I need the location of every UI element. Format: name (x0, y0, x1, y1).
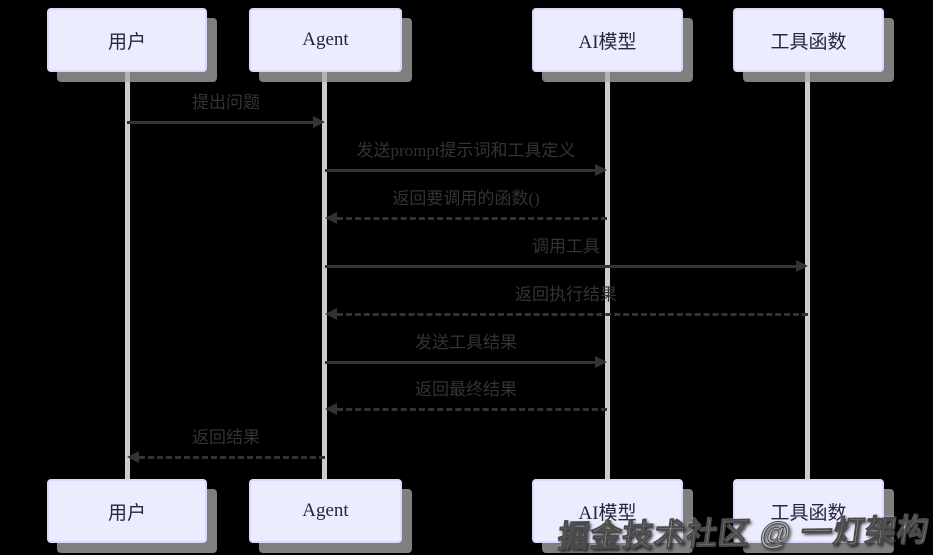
message-line-3 (337, 217, 607, 220)
actor-agent-bottom: Agent (249, 479, 402, 543)
arrowhead-icon (325, 212, 337, 224)
actor-agent-label: Agent (302, 29, 349, 50)
arrowhead-icon (595, 356, 607, 368)
message-label-2: 发送prompt提示词和工具定义 (356, 141, 576, 160)
lifeline-ai-model (605, 72, 610, 479)
arrowhead-icon (313, 116, 325, 128)
actor-tool-function-label: 工具函数 (770, 31, 847, 53)
message-line-4 (325, 265, 796, 268)
actor-agent-label: Agent (302, 500, 349, 521)
message-line-1 (127, 121, 313, 124)
actor-ai-model-label: AI模型 (578, 31, 637, 53)
actor-user-bottom: 用户 (47, 479, 207, 543)
actor-tool-function-top: 工具函数 (733, 8, 884, 72)
actor-user-top: 用户 (47, 8, 207, 72)
lifeline-agent (322, 72, 327, 479)
lifeline-tool-function (805, 72, 810, 479)
watermark: 掘金技术社区 @ 一灯架构 (555, 512, 932, 555)
actor-agent-top: Agent (249, 8, 402, 72)
message-label-6: 发送工具结果 (415, 333, 517, 352)
arrowhead-icon (595, 164, 607, 176)
message-label-7: 返回最终结果 (415, 380, 517, 399)
arrowhead-icon (325, 403, 337, 415)
actor-user-label: 用户 (107, 502, 146, 524)
actor-tool-function-bottom: 工具函数 (733, 479, 884, 543)
arrowhead-icon (325, 308, 337, 320)
actor-tool-function-label: 工具函数 (770, 502, 847, 524)
message-label-3: 返回要调用的函数() (392, 189, 540, 208)
lifeline-user (125, 72, 130, 479)
message-label-5: 返回执行结果 (515, 285, 617, 304)
message-line-6 (325, 361, 595, 364)
message-label-1: 提出问题 (192, 93, 260, 112)
message-line-5 (337, 313, 808, 316)
message-line-8 (139, 456, 325, 459)
arrowhead-icon (127, 451, 139, 463)
arrowhead-icon (796, 260, 808, 272)
actor-user-label: 用户 (107, 31, 146, 53)
message-line-2 (325, 169, 595, 172)
actor-ai-model-top: AI模型 (532, 8, 683, 72)
actor-ai-model-bottom: AI模型 (532, 479, 683, 543)
message-line-7 (337, 408, 607, 411)
actor-ai-model-label: AI模型 (578, 502, 637, 524)
message-label-4: 调用工具 (532, 237, 600, 256)
message-label-8: 返回结果 (192, 428, 260, 447)
